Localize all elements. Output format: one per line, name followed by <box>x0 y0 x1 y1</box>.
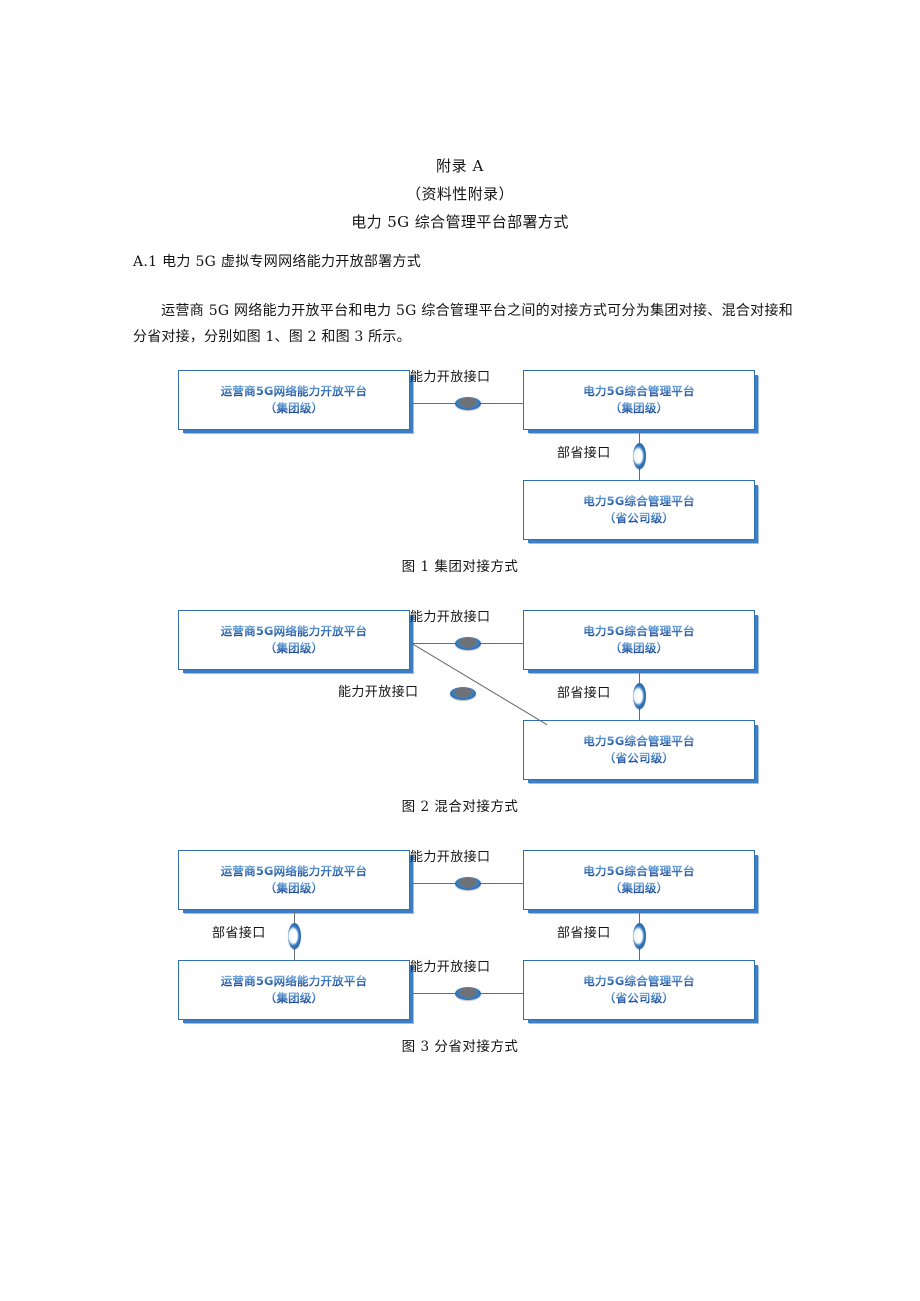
figure-3-node-power-group: 电力5G综合管理平台 （集团级） <box>523 850 755 910</box>
figure-1-node-operator-group: 运营商5G网络能力开放平台 （集团级） <box>178 370 410 430</box>
paragraph-text: 运营商 5G 网络能力开放平台和电力 5G 综合管理平台之间的对接方式可分为集团… <box>133 303 793 345</box>
figure-1-caption: 图 1 集团对接方式 <box>401 559 519 575</box>
node-line-2: （集团级） <box>609 881 669 895</box>
figure-3: 运营商5G网络能力开放平台 （集团级） 电力5G综合管理平台 （集团级） 运营商… <box>0 845 920 1055</box>
figure-3-node-power-province: 电力5G综合管理平台 （省公司级） <box>523 960 755 1020</box>
node-line-2: （省公司级） <box>603 991 675 1005</box>
capability-interface-icon-bottom <box>455 987 481 1000</box>
node-line-2: （集团级） <box>264 641 324 655</box>
node-line-1: 运营商5G网络能力开放平台 <box>220 624 368 638</box>
appendix-title-block: 附录 A （资料性附录） 电力 5G 综合管理平台部署方式 <box>0 152 920 236</box>
figure-3-label-ministry-province-interface-right: 部省接口 <box>557 926 611 941</box>
figure-1: 运营商5G网络能力开放平台 （集团级） 电力5G综合管理平台 （集团级） 电力5… <box>0 365 920 575</box>
node-line-2: （集团级） <box>264 991 324 1005</box>
figure-3-caption: 图 3 分省对接方式 <box>401 1039 519 1055</box>
section-heading: A.1 电力 5G 虚拟专网网络能力开放部署方式 <box>133 254 422 270</box>
node-line-2: （省公司级） <box>603 511 675 525</box>
ministry-province-interface-icon <box>633 443 646 469</box>
node-line-1: 电力5G综合管理平台 <box>583 864 695 878</box>
figure-3-node-operator-group-2: 运营商5G网络能力开放平台 （集团级） <box>178 960 410 1020</box>
node-line-1: 电力5G综合管理平台 <box>583 974 695 988</box>
node-line-2: （集团级） <box>609 401 669 415</box>
figure-2-node-power-group: 电力5G综合管理平台 （集团级） <box>523 610 755 670</box>
figure-1-node-power-province: 电力5G综合管理平台 （省公司级） <box>523 480 755 540</box>
figure-2-label-capability-interface-diagonal: 能力开放接口 <box>338 685 419 700</box>
body-paragraph: 运营商 5G 网络能力开放平台和电力 5G 综合管理平台之间的对接方式可分为集团… <box>133 298 793 350</box>
node-line-1: 电力5G综合管理平台 <box>583 624 695 638</box>
ministry-province-interface-icon <box>633 683 646 709</box>
ministry-province-interface-icon-right <box>633 923 646 949</box>
figure-2-node-operator-group: 运营商5G网络能力开放平台 （集团级） <box>178 610 410 670</box>
figure-2-label-capability-interface-top: 能力开放接口 <box>410 610 491 625</box>
node-line-1: 电力5G综合管理平台 <box>583 734 695 748</box>
node-line-1: 运营商5G网络能力开放平台 <box>220 384 368 398</box>
node-line-1: 运营商5G网络能力开放平台 <box>220 974 368 988</box>
ministry-province-interface-icon-left <box>288 923 301 949</box>
appendix-kind: （资料性附录） <box>406 185 514 203</box>
appendix-title: 电力 5G 综合管理平台部署方式 <box>351 213 569 231</box>
node-line-2: （省公司级） <box>603 751 675 765</box>
node-line-1: 运营商5G网络能力开放平台 <box>220 864 368 878</box>
node-line-2: （集团级） <box>264 881 324 895</box>
figure-2-label-ministry-province-interface: 部省接口 <box>557 686 611 701</box>
capability-interface-icon <box>455 397 481 410</box>
figure-2: 运营商5G网络能力开放平台 （集团级） 电力5G综合管理平台 （集团级） 电力5… <box>0 605 920 815</box>
figure-3-node-operator-group: 运营商5G网络能力开放平台 （集团级） <box>178 850 410 910</box>
figure-1-label-ministry-province-interface: 部省接口 <box>557 446 611 461</box>
appendix-label: 附录 A <box>435 157 484 175</box>
capability-interface-icon-top <box>455 637 481 650</box>
capability-interface-icon-diagonal <box>450 687 476 700</box>
node-line-2: （集团级） <box>609 641 669 655</box>
figure-3-label-ministry-province-interface-left: 部省接口 <box>212 926 266 941</box>
capability-interface-icon-top <box>455 877 481 890</box>
figure-1-node-power-group: 电力5G综合管理平台 （集团级） <box>523 370 755 430</box>
figure-1-label-capability-interface: 能力开放接口 <box>410 370 491 385</box>
node-line-1: 电力5G综合管理平台 <box>583 384 695 398</box>
figure-2-node-power-province: 电力5G综合管理平台 （省公司级） <box>523 720 755 780</box>
node-line-1: 电力5G综合管理平台 <box>583 494 695 508</box>
figure-2-caption: 图 2 混合对接方式 <box>401 799 519 815</box>
figure-3-label-capability-interface-top: 能力开放接口 <box>410 850 491 865</box>
node-line-2: （集团级） <box>264 401 324 415</box>
figure-3-label-capability-interface-bottom: 能力开放接口 <box>410 960 491 975</box>
